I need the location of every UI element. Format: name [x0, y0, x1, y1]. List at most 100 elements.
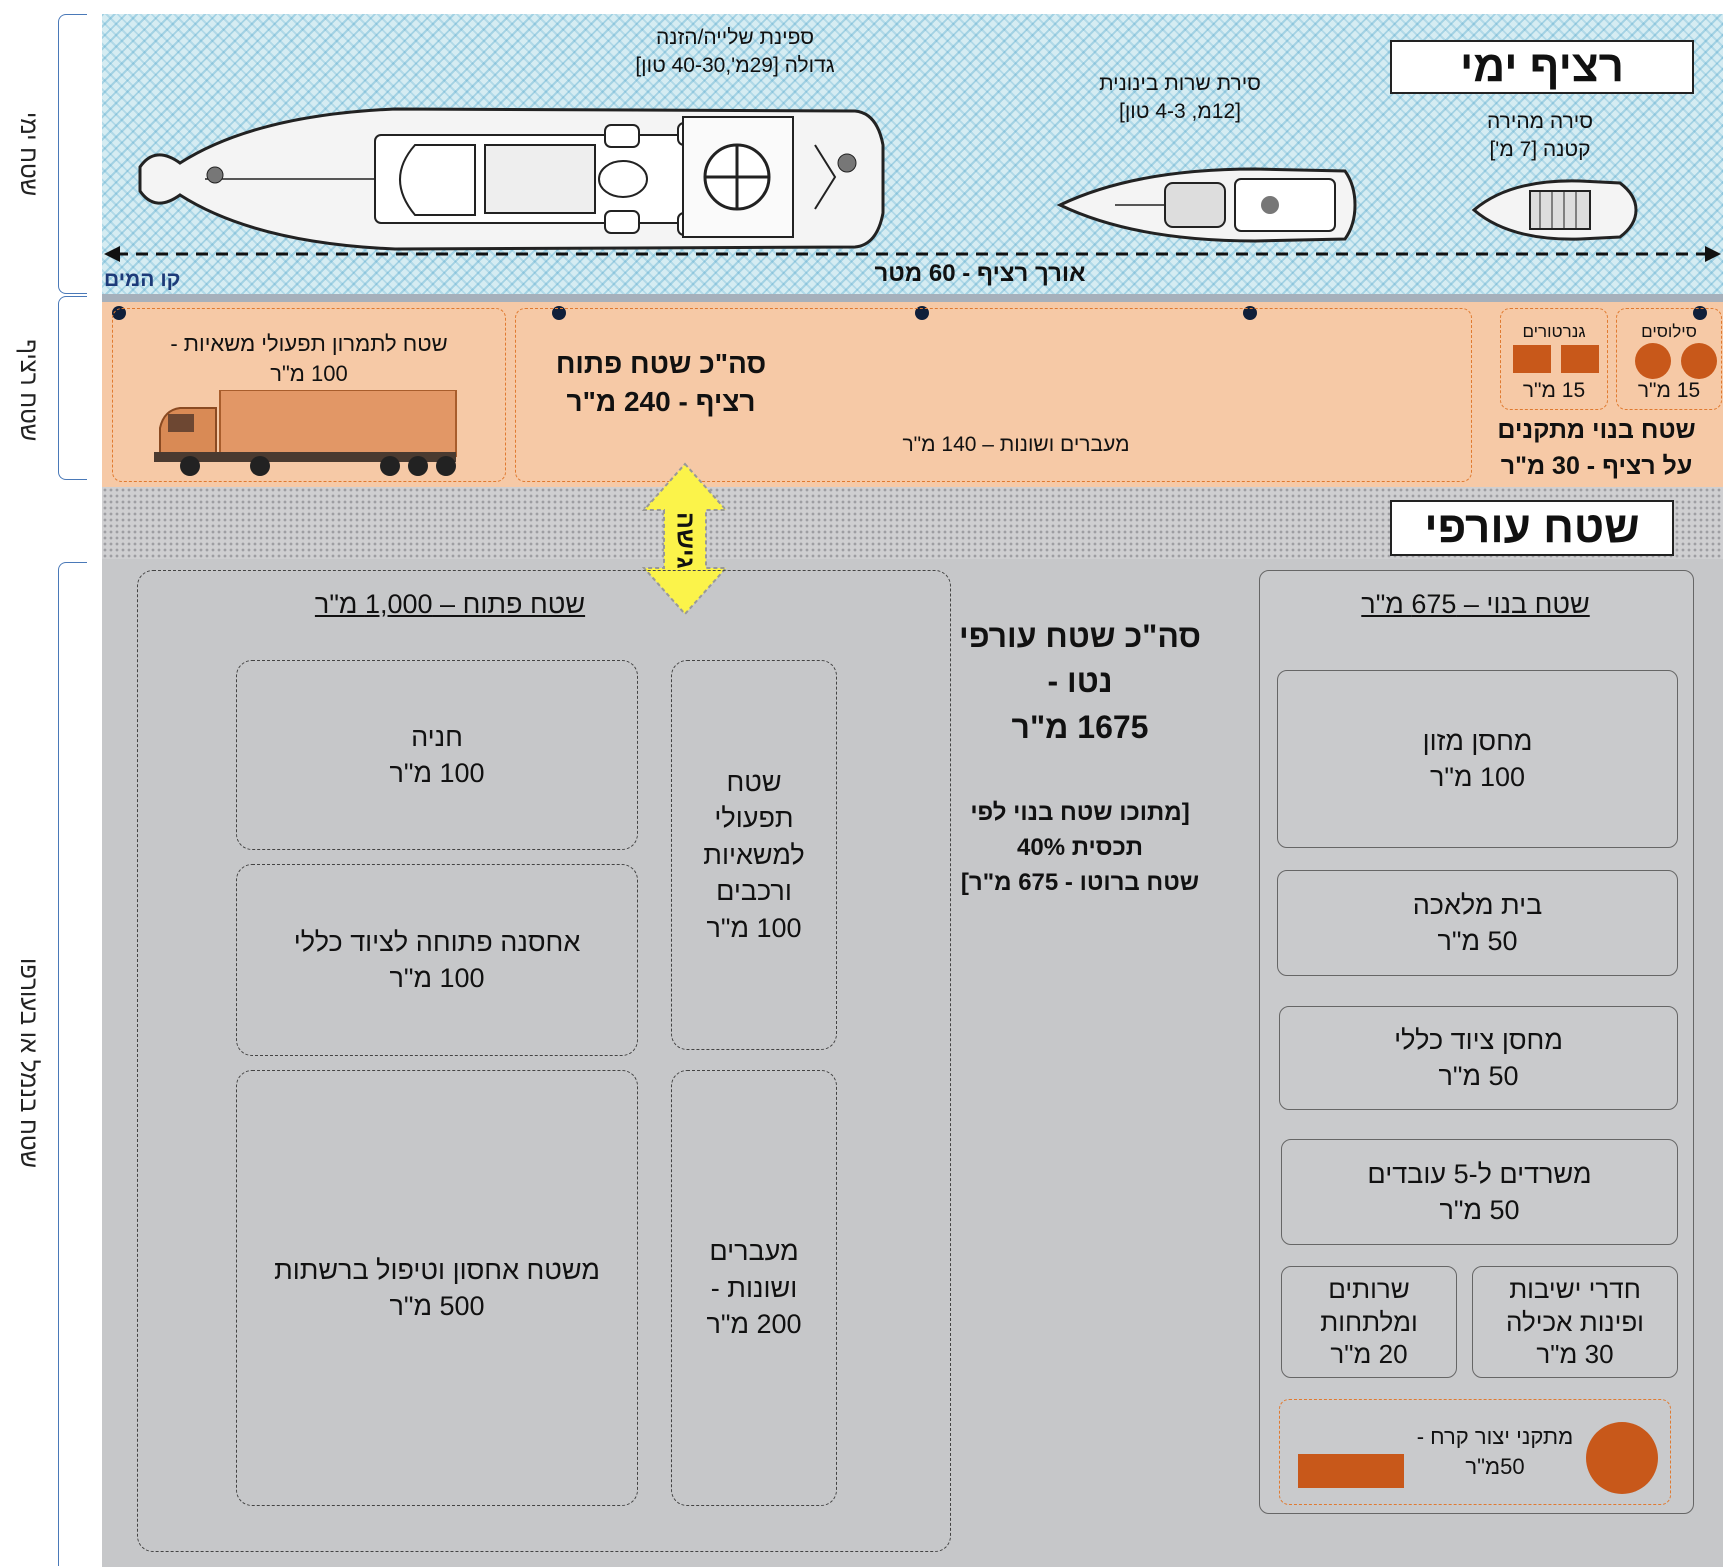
truck-area-caption: שטח לתמרון תפעולי משאיות - 100 מ"ר — [113, 329, 505, 388]
bollard — [552, 306, 566, 320]
nets-area-zone: משטח אחסון וטיפול ברשתות 500 מ"ר — [236, 1070, 638, 1506]
vessel-large-spec: גדולה [29מ',40-30 טון] — [635, 54, 835, 78]
truck-maneuver-zone: שטח לתמרון תפעולי משאיות - 100 מ"ר — [112, 308, 506, 482]
quay-area-brace — [58, 296, 87, 480]
silo-icon — [1635, 343, 1671, 379]
side-labels: שטח ימי שטח רציף שטח בנמל או בעורפו — [0, 0, 102, 1567]
quay-length-label: אורך רציף - 60 מטר — [874, 260, 1086, 287]
workshop-zone: בית מלאכה 50 מ"ר — [1277, 870, 1678, 976]
truck-ops-zone: שטח תפעולי למשאיות ורכבים 100 מ"ר — [671, 660, 837, 1050]
vessel-medium-caption: סירת שרות בינונית [12מ, 4-3 טון] — [1060, 70, 1300, 127]
parking-size: 100 מ"ר — [389, 758, 485, 788]
generator-icon — [1561, 345, 1599, 373]
open-area-zone — [137, 570, 951, 1552]
access-label: גישה — [671, 511, 700, 569]
back-note-line: שטח ברוטו - 675 מ"ר] — [960, 868, 1200, 896]
bollard — [1693, 306, 1707, 320]
vessel-small-spec: קטנה [7 מ'] — [1489, 138, 1591, 162]
back-note-line: תכסית 40% — [1017, 833, 1143, 861]
truck-area-name: שטח לתמרון תפעולי משאיות - — [170, 331, 448, 356]
meeting-rooms-line: ופינות אכילה — [1506, 1306, 1644, 1337]
silo-icon — [1681, 343, 1717, 379]
back-passages-zone: מעברים ושונות - 200 מ"ר — [671, 1070, 837, 1506]
food-storage-size: 100 מ"ר — [1429, 762, 1526, 792]
food-storage-name: מחסן מזון — [1422, 725, 1533, 756]
back-area-title: שטח עורפי — [1390, 500, 1674, 556]
back-passages-size: 200 מ"ר — [706, 1309, 802, 1340]
quay-built-total-title: שטח בנוי מתקנים — [1497, 416, 1696, 444]
workshop-size: 50 מ"ר — [1437, 926, 1518, 956]
meeting-rooms-zone: חדרי ישיבות ופינות אכילה 30 מ"ר — [1472, 1266, 1678, 1378]
generator-icon — [1513, 345, 1551, 373]
back-total-size: 1675 מ"ר — [1011, 708, 1149, 745]
access-arrow-icon — [641, 462, 729, 616]
large-vessel-icon — [138, 107, 885, 251]
nets-area-size: 500 מ"ר — [389, 1291, 485, 1321]
back-note-line: [מתוכו שטח בנוי לפי — [970, 799, 1190, 826]
toilets-line: ומלתחות — [1320, 1306, 1418, 1337]
solar-caption: מתקני יצור קרח - 50מ"ר — [1400, 1422, 1590, 1481]
quay-edge — [102, 294, 1723, 302]
offices-name: משרדים ל-5 עובדים — [1367, 1158, 1592, 1189]
meeting-rooms-line: חדרי ישיבות — [1509, 1274, 1641, 1305]
vessel-small-caption: סירה מהירה קטנה [7 מ'] — [1460, 108, 1620, 165]
bollard — [1243, 306, 1257, 320]
toilets-line: שרותים — [1328, 1274, 1410, 1305]
back-passages-line: מעברים — [709, 1236, 799, 1267]
parking-zone: חניה 100 מ"ר — [236, 660, 638, 850]
quay-open-total-title: סה"כ שטח פתוח — [555, 348, 767, 379]
food-storage-zone: מחסן מזון 100 מ"ר — [1277, 670, 1678, 848]
truck-ops-line: שטח — [726, 766, 782, 797]
workshop-name: בית מלאכה — [1412, 889, 1543, 920]
vessel-medium-name: סירת שרות בינונית — [1099, 72, 1261, 95]
parking-name: חניה — [411, 721, 463, 752]
generators-zone: גנרטורים 15 מ"ר — [1500, 308, 1608, 410]
back-total-title: סה"כ שטח עורפי — [959, 618, 1201, 654]
equipment-storage-name: מחסן ציוד כללי — [1394, 1024, 1563, 1055]
open-storage-size: 100 מ"ר — [389, 963, 485, 993]
quay-open-total: סה"כ שטח פתוח רציף - 240 מ"ר — [546, 345, 776, 421]
meeting-rooms-size: 30 מ"ר — [1536, 1339, 1614, 1370]
open-storage-zone: אחסנה פתוחה לציוד כללי 100 מ"ר — [236, 864, 638, 1056]
vessel-small-name: סירה מהירה — [1486, 110, 1594, 133]
vessel-medium-spec: [12מ, 4-3 טון] — [1119, 100, 1241, 124]
silos-label: סילוסים — [1641, 322, 1697, 341]
back-passages-line: ושונות - — [710, 1272, 798, 1303]
silos-size: 15 מ"ר — [1637, 379, 1701, 402]
back-total-line: נטו - — [1047, 663, 1113, 700]
solar-size: 50מ"ר — [1465, 1453, 1525, 1479]
toilets-zone: שרותים ומלתחות 20 מ"ר — [1281, 1266, 1457, 1378]
bollard — [915, 306, 929, 320]
open-area-title: שטח פתוח – 1,000 מ"ר — [314, 589, 586, 619]
truck-ops-line: ורכבים — [716, 876, 792, 907]
offices-size: 50 מ"ר — [1439, 1195, 1520, 1225]
vessel-large-name: ספינת שלייה/הזנה — [655, 26, 814, 49]
port-area-brace — [58, 562, 87, 1566]
truck-ops-size: 100 מ"ר — [706, 912, 802, 943]
offices-zone: משרדים ל-5 עובדים 50 מ"ר — [1281, 1139, 1678, 1245]
back-total: סה"כ שטח עורפי נטו - 1675 מ"ר — [950, 614, 1210, 750]
ice-machine-icon — [1586, 1422, 1658, 1494]
small-vessel-icon — [1471, 179, 1638, 241]
solar-name: מתקני יצור קרח - — [1416, 1424, 1574, 1449]
truck-area-size: 100 מ"ר — [270, 360, 348, 386]
solar-panel-icon — [1298, 1454, 1404, 1488]
quay-passages: מעברים ושונות – 140 מ"ר — [902, 433, 1130, 456]
sea-title: רציף ימי — [1390, 40, 1694, 94]
nets-area-name: משטח אחסון וטיפול ברשתות — [274, 1254, 600, 1285]
truck-icon — [154, 390, 457, 476]
port-area-label: שטח בנמל או בעורפו — [15, 958, 42, 1169]
medium-vessel-icon — [1056, 167, 1357, 243]
silos-zone: סילוסים 15 מ"ר — [1616, 308, 1722, 410]
solar-zone: מתקני יצור קרח - 50מ"ר — [1279, 1399, 1671, 1505]
quay-area-label: שטח רציף — [15, 339, 42, 442]
truck-ops-line: תפעולי — [714, 803, 794, 834]
sea-area-brace — [58, 14, 87, 294]
toilets-size: 20 מ"ר — [1330, 1339, 1408, 1370]
built-area-title: שטח בנוי – 675 מ"ר — [1361, 589, 1590, 619]
quay-open-total-size: רציף - 240 מ"ר — [566, 385, 756, 417]
truck-ops-line: למשאיות — [703, 839, 805, 870]
generators-size: 15 מ"ר — [1522, 379, 1586, 402]
generators-label: גנרטורים — [1522, 322, 1586, 341]
equipment-storage-zone: מחסן ציוד כללי 50 מ"ר — [1279, 1006, 1678, 1110]
